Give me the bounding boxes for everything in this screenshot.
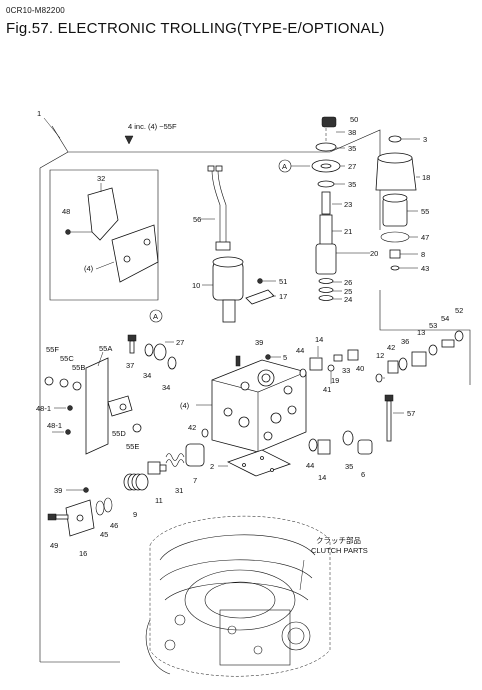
callout-37: 37 (126, 361, 134, 370)
callout-3: 3 (423, 135, 427, 144)
callout-40: 40 (356, 364, 364, 373)
gasket-2 (226, 449, 292, 477)
callout-50: 50 (350, 115, 358, 124)
callout-34-b: 34 (162, 383, 170, 392)
callout-2: 2 (210, 462, 214, 471)
callout-4-body: (4) (180, 401, 190, 410)
callout-31: 31 (175, 486, 183, 495)
callout-1: 1 (37, 109, 41, 118)
callout-52: 52 (455, 306, 463, 315)
reference-a-top: A (282, 162, 287, 171)
bolt-icon (65, 229, 71, 235)
bracket-32 (87, 187, 119, 241)
callout-8: 8 (421, 250, 425, 259)
callout-6: 6 (361, 470, 365, 479)
figure-title: Fig.57. ELECTRONIC TROLLING(TYPE-E/OPTIO… (6, 20, 385, 37)
callout-9: 9 (133, 510, 137, 519)
callout-55a: 55A (99, 344, 112, 353)
callout-38: 38 (348, 128, 356, 137)
callout-16: 16 (79, 549, 87, 558)
callout-35-b: 35 (348, 180, 356, 189)
callout-54: 54 (441, 314, 449, 323)
callout-53: 53 (429, 321, 437, 330)
clutch-label-en: CLUTCH PARTS (311, 546, 368, 555)
applicability-note: 4 inc. (4) ~55F (128, 122, 177, 131)
callout-27-b: 27 (176, 338, 184, 347)
callout-33: 33 (342, 366, 350, 375)
callout-48-1-b: 48-1 (47, 421, 62, 430)
callout-25: 25 (344, 287, 352, 296)
callout-34-a: 34 (143, 371, 151, 380)
callout-35-a: 35 (348, 144, 356, 153)
callout-51: 51 (279, 277, 287, 286)
document-code: 0CR10-M82200 (6, 6, 65, 15)
reference-a-left: A (153, 312, 158, 321)
bolt-57 (384, 394, 404, 442)
coil-9 (123, 473, 149, 491)
callout-32: 32 (97, 174, 105, 183)
callout-14-b: 14 (318, 473, 326, 482)
callout-57: 57 (407, 409, 415, 418)
solenoid-group (200, 165, 244, 323)
right-fittings (299, 330, 464, 384)
callout-41: 41 (323, 385, 331, 394)
callout-14-a: 14 (315, 335, 323, 344)
callout-44-a: 44 (296, 346, 304, 355)
callout-48-1-a: 48-1 (36, 404, 51, 413)
callout-12: 12 (376, 351, 384, 360)
callout-48: 48 (62, 207, 70, 216)
callout-13: 13 (417, 328, 425, 337)
callout-20: 20 (370, 249, 378, 258)
bracket-4-inset (111, 224, 159, 283)
callout-39-b: 39 (54, 486, 62, 495)
callout-45: 45 (100, 530, 108, 539)
callout-18: 18 (422, 173, 430, 182)
callout-10: 10 (192, 281, 200, 290)
callout-55c: 55C (60, 354, 74, 363)
callout-7: 7 (193, 476, 197, 485)
callout-11: 11 (155, 496, 163, 505)
filter-group (375, 135, 420, 271)
callout-55e: 55E (126, 442, 139, 451)
callout-49: 49 (50, 541, 58, 550)
callout-55: 55 (421, 207, 429, 216)
callout-26: 26 (344, 278, 352, 287)
inset-bracket-group (49, 169, 159, 301)
callout-55d: 55D (112, 429, 126, 438)
callout-55f: 55F (46, 345, 59, 354)
callout-35-c: 35 (345, 462, 353, 471)
hole-icon (123, 255, 131, 263)
valve-body-4 (196, 355, 307, 453)
callout-21: 21 (344, 227, 352, 236)
callout-47: 47 (421, 233, 429, 242)
callout-4-inset: (4) (84, 264, 94, 273)
callout-5: 5 (283, 353, 287, 362)
callout-46: 46 (110, 521, 118, 530)
piston-7 (185, 443, 205, 467)
callout-55b: 55B (72, 363, 85, 372)
spring-31 (165, 453, 185, 467)
callout-19: 19 (331, 376, 339, 385)
callout-42-a: 42 (387, 343, 395, 352)
callout-27-a: 27 (348, 162, 356, 171)
callout-43: 43 (421, 264, 429, 273)
valve-stack (311, 116, 370, 301)
callout-44-b: 44 (306, 461, 314, 470)
callout-23: 23 (344, 200, 352, 209)
hole-icon (143, 238, 151, 246)
callout-42-b: 42 (188, 423, 196, 432)
callout-36: 36 (401, 337, 409, 346)
plate-17 (245, 289, 275, 305)
clutch-label-jp: クラッチ部品 (316, 535, 361, 545)
callout-39-a: 39 (255, 338, 263, 347)
callout-24: 24 (344, 295, 352, 304)
pointer-icon (124, 135, 134, 145)
solenoid-10 (212, 261, 244, 301)
callout-56: 56 (193, 215, 201, 224)
bracket-55a-group (44, 351, 142, 455)
callout-17: 17 (279, 292, 287, 301)
clutch-parts-group (145, 515, 331, 677)
